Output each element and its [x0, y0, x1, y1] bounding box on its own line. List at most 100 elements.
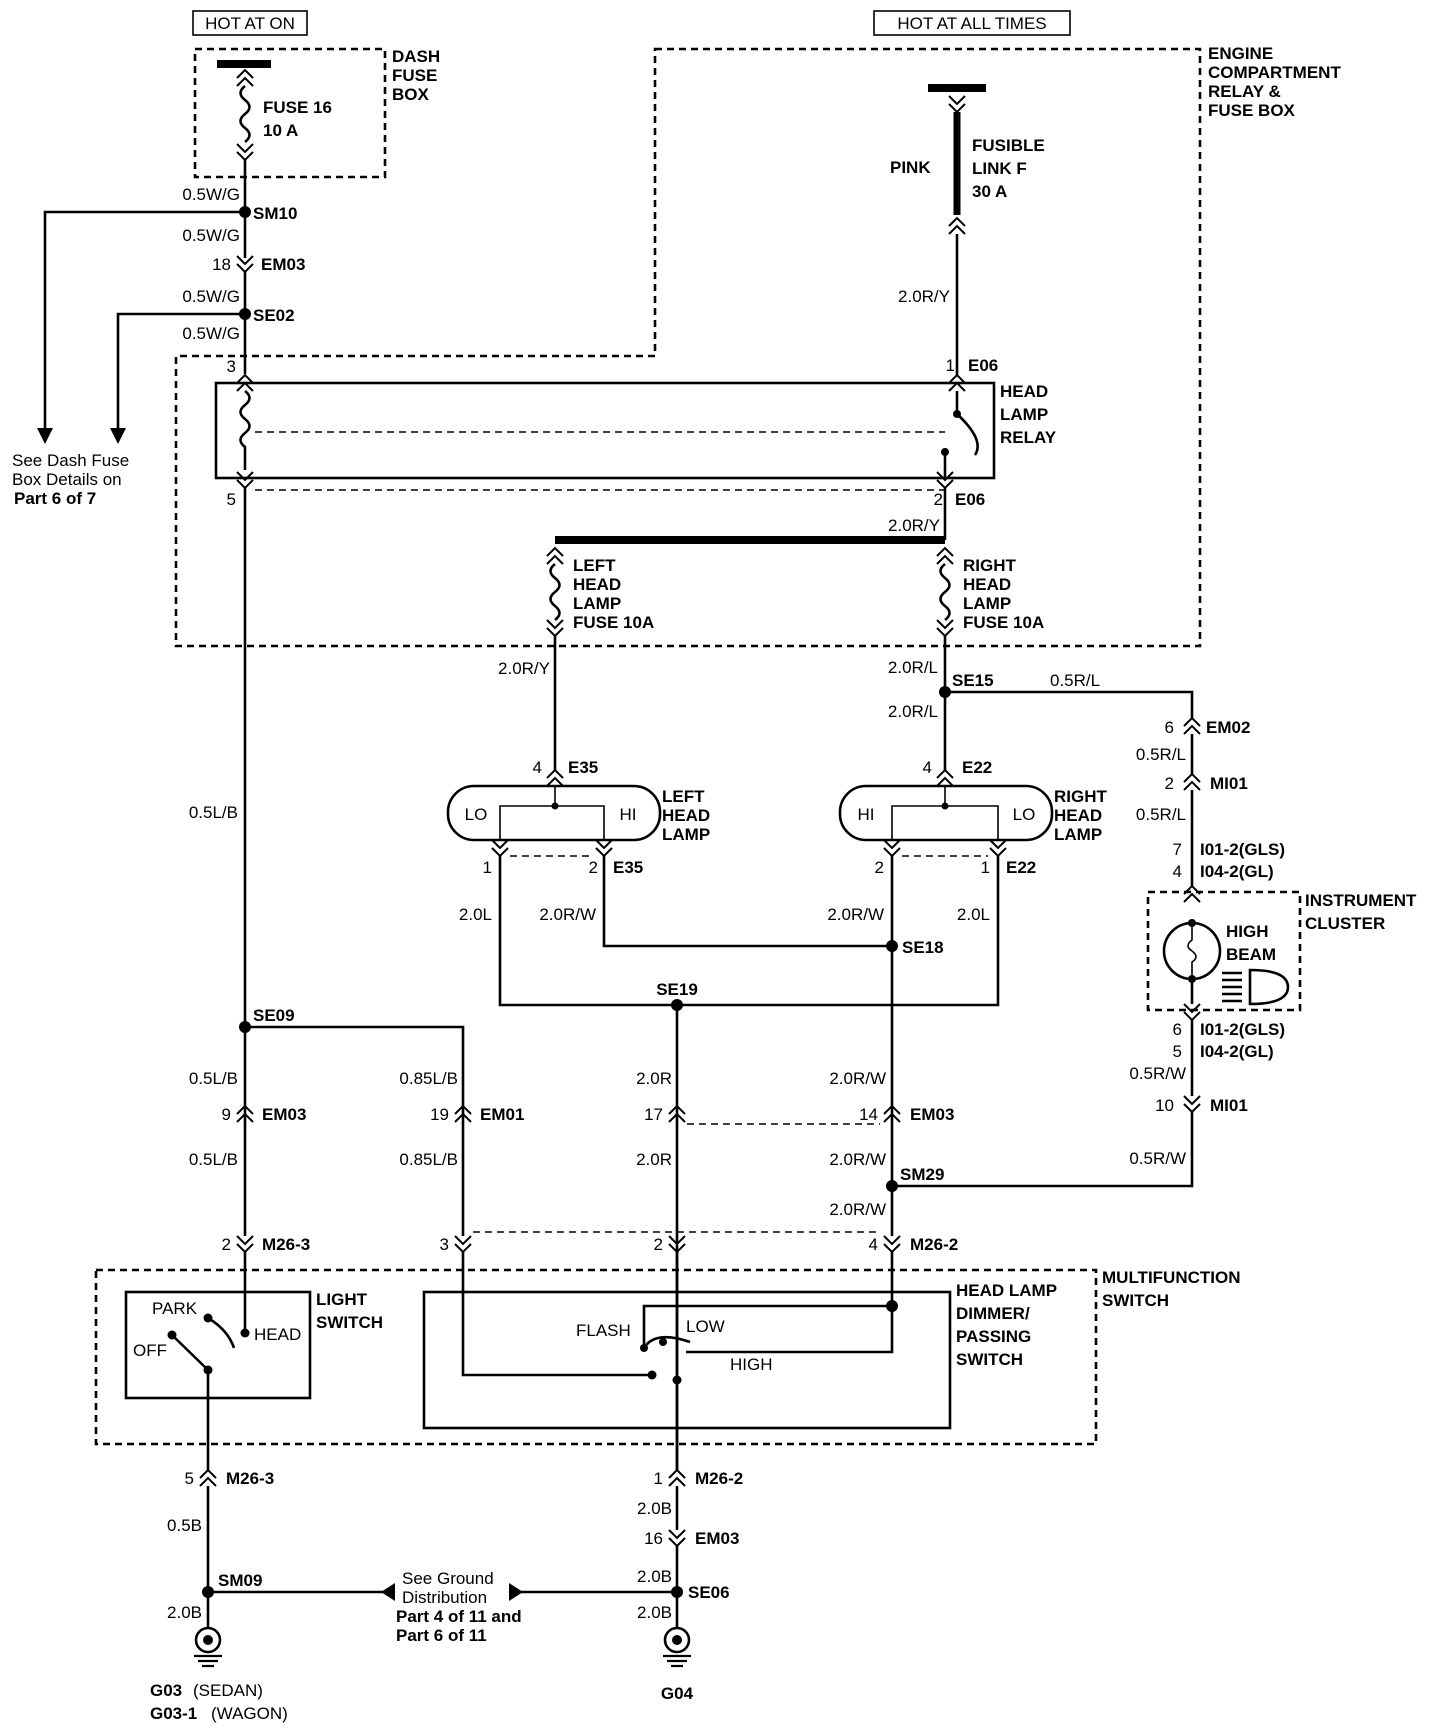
light-switch-box[interactable] [124, 1290, 312, 1400]
conn-i01-out-pin1: 6 [1173, 1020, 1182, 1039]
wire-sm10-branch [43, 210, 245, 440]
wire-label-2-0r-a: 2.0R [636, 1069, 672, 1088]
fusible-label-1: FUSIBLE [972, 136, 1045, 155]
left-fuse-label-3: LAMP [573, 594, 621, 613]
wire-label-0-5rl-a: 0.5R/L [1050, 671, 1100, 690]
high-beam-label-2: BEAM [1226, 945, 1276, 964]
conn-e22-2-pin: 2 [875, 858, 884, 877]
fusible-bottom-connector [948, 217, 966, 235]
ground-g03-id: G03 [150, 1681, 182, 1700]
wire-label-0-5b: 0.5B [167, 1516, 202, 1535]
fuse16-bottom-connector [236, 143, 254, 161]
hot-at-all-times-box [873, 10, 1071, 36]
conn-e06-2-pin: 2 [934, 490, 943, 509]
left-head-lamp-fuse [549, 562, 561, 622]
ground-g03-1-note: (WAGON) [211, 1704, 288, 1723]
left-lamp-filaments [499, 805, 605, 840]
wire-label-0-5lb-c: 0.5L/B [189, 1150, 238, 1169]
dimmer-flash-contact [647, 1370, 657, 1380]
conn-m26-2-4 [883, 1235, 901, 1253]
dash-fuse-box-label-3: BOX [392, 85, 430, 104]
splice-sm29-label: SM29 [900, 1165, 944, 1184]
conn-m26-2-2-pin: 2 [654, 1235, 663, 1254]
conn-e22-1 [989, 839, 1007, 857]
wire-label-2-0rw-c: 2.0R/W [829, 1069, 886, 1088]
ground-g03-1-id: G03-1 [150, 1704, 197, 1723]
conn-e35-1-pin: 1 [483, 858, 492, 877]
dash-fuse-box-label-1: DASH [392, 47, 440, 66]
conn-em03-9-id: EM03 [262, 1105, 306, 1124]
engine-box-label-4: FUSE BOX [1208, 101, 1296, 120]
conn-m26-2-4-id: M26-2 [910, 1235, 958, 1254]
conn-m26-3-2 [236, 1235, 254, 1253]
relay-pin-3: 3 [227, 357, 236, 376]
splice-se18-label: SE18 [902, 938, 944, 957]
splice-se06-label: SE06 [688, 1583, 730, 1602]
dimmer-lever[interactable] [642, 1335, 691, 1349]
left-lamp-label-2: HEAD [662, 806, 710, 825]
left-fuse-label-2: HEAD [573, 575, 621, 594]
conn-e35-4 [546, 769, 564, 787]
wire-label-2-0rl-b: 2.0R/L [888, 702, 938, 721]
fusible-label-2: LINK F [972, 159, 1027, 178]
light-switch-lever[interactable] [171, 1334, 209, 1371]
ground-g04-icon [663, 1626, 691, 1668]
bulb-filament [1187, 927, 1197, 975]
wire-label-2-0rl-a: 2.0R/L [888, 658, 938, 677]
conn-m26-3-5 [199, 1469, 217, 1487]
wire-mi01-to-sm29 [892, 1112, 1194, 1188]
dimmer-high-label: HIGH [730, 1355, 773, 1374]
dimmer-switch-box[interactable] [422, 1290, 952, 1430]
conn-e35-2 [595, 839, 613, 857]
relay-pin-5: 5 [227, 490, 236, 509]
ground-g03-icon [194, 1626, 222, 1668]
relay-label-2: LAMP [1000, 405, 1048, 424]
multifunction-switch-box [94, 1268, 1098, 1446]
hot-at-on-label: HOT AT ON [205, 14, 295, 33]
conn-mi01-10-pin: 10 [1155, 1096, 1174, 1115]
dimmer-label-2: DIMMER/ [956, 1304, 1030, 1323]
arrow-ground-left [381, 1583, 395, 1601]
conn-em03-16-id: EM03 [695, 1529, 739, 1548]
right-fuse-label-3: LAMP [963, 594, 1011, 613]
fusible-top-connector [948, 95, 966, 113]
conn-m26-2-3 [454, 1235, 472, 1253]
relay-pin-5-connector [236, 471, 254, 489]
conn-m26-3-5-id: M26-3 [226, 1469, 274, 1488]
hot-at-on-box [192, 10, 308, 36]
fuse16-rating: 10 A [263, 121, 298, 140]
right-fuse-bottom-connector [936, 619, 954, 637]
conn-e22-1-id: E22 [1006, 858, 1036, 877]
wire-label-2-0rw-b: 2.0R/W [827, 905, 884, 924]
conn-i01-out-id2: I04-2(GL) [1200, 1042, 1274, 1061]
conn-em02-6 [1183, 717, 1201, 735]
conn-e35-4-id: E35 [568, 758, 598, 777]
splice-se02-label: SE02 [253, 306, 295, 325]
wire-label-0-5lb-a: 0.5L/B [189, 803, 238, 822]
light-switch-park: PARK [152, 1299, 198, 1318]
left-lamp-lo-label: LO [465, 805, 488, 824]
wire-label-0-5rw-a: 0.5R/W [1129, 1064, 1186, 1083]
wire-se15-to-em02 [945, 690, 1194, 718]
note-ground-4: Part 6 of 11 [396, 1626, 487, 1645]
left-lamp-label-1: LEFT [662, 787, 705, 806]
hot-at-all-times-label: HOT AT ALL TIMES [897, 14, 1046, 33]
note-dash-fuse-3: Part 6 of 7 [14, 489, 96, 508]
splice-se19-label: SE19 [656, 980, 698, 999]
conn-m26-3-2-id: M26-3 [262, 1235, 310, 1254]
ground-g04-id: G04 [661, 1684, 694, 1703]
right-head-lamp-fuse [939, 562, 951, 622]
right-lamp-label-2: HEAD [1054, 806, 1102, 825]
wire-label-2-0b-c: 2.0B [637, 1567, 672, 1586]
conn-em01-19-pin: 19 [430, 1105, 449, 1124]
dash-fuse-box [193, 47, 387, 179]
left-fuse-top-connector [546, 547, 564, 565]
wire-label-2-0rw-d: 2.0R/W [829, 1150, 886, 1169]
engine-box-label-3: RELAY & [1208, 82, 1281, 101]
conn-e22-1-pin: 1 [981, 858, 990, 877]
note-ground-2: Distribution [402, 1588, 487, 1607]
dimmer-low-label: LOW [686, 1317, 725, 1336]
right-fuse-label-4: FUSE 10A [963, 613, 1044, 632]
engine-box-label-2: COMPARTMENT [1208, 63, 1341, 82]
dimmer-lever-tip [659, 1338, 667, 1346]
